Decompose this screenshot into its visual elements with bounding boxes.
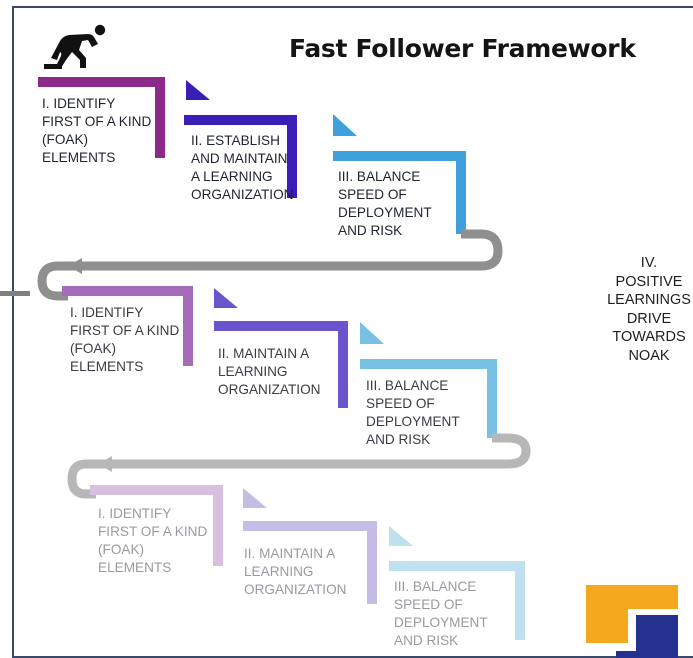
row3-step2-bracket [243,521,377,604]
row2-step2-arrowhead [360,322,384,344]
row3-step3-text: III. BALANCE SPEED OF DEPLOYMENT AND RIS… [394,579,488,648]
row1-step3-text: III. BALANCE SPEED OF DEPLOYMENT AND RIS… [338,169,432,238]
frame-top-border [12,6,693,8]
logo-orange-shape [586,585,678,643]
row2-step2-bracket [214,321,348,408]
row2-return-arrowhead [98,456,112,472]
row1-step1-text: I. IDENTIFY FIRST OF A KIND (FOAK) ELEME… [42,96,152,165]
row2-step3-bracket [360,359,497,438]
outcome-label: IV. POSITIVE LEARNINGS DRIVE TOWARDS NOA… [607,255,691,364]
brand-logo [586,585,678,658]
row3-step1-bracket [90,485,223,566]
row2-step3-text: III. BALANCE SPEED OF DEPLOYMENT AND RIS… [366,378,460,447]
row2-step1-text: I. IDENTIFY FIRST OF A KIND (FOAK) ELEME… [70,305,180,374]
row1-step1-bracket [38,77,165,158]
row1-return-connector [37,229,503,301]
row1-step2-bracket [184,115,297,198]
row1-step2-arrowhead [333,114,357,136]
row3-step2-text: II. MAINTAIN A LEARNING ORGANIZATION [244,546,347,597]
logo-navy-shape [616,615,678,658]
row2-return-connector [67,433,531,499]
frame-left-border [12,6,14,658]
frame-bottom-border [12,656,693,658]
row1-step2-text: II. ESTABLISH AND MAINTAIN A LEARNING OR… [191,133,294,202]
row2-step1-arrowhead [214,288,238,308]
row2-step2-text: II. MAINTAIN A LEARNING ORGANIZATION [218,346,321,397]
left-edge-connector [0,291,30,296]
row1-return-arrowhead [68,258,82,274]
row3-step2-arrowhead [389,526,413,546]
row3-step1-text: I. IDENTIFY FIRST OF A KIND (FOAK) ELEME… [98,506,208,575]
row2-step1-bracket [62,286,193,366]
row1-step3-bracket [333,151,466,234]
runner-start-icon [44,24,106,69]
row1-step1-arrowhead [186,80,210,100]
page-title: Fast Follower Framework [289,34,636,63]
row3-step1-arrowhead [243,488,267,508]
row3-step3-bracket [389,561,525,640]
